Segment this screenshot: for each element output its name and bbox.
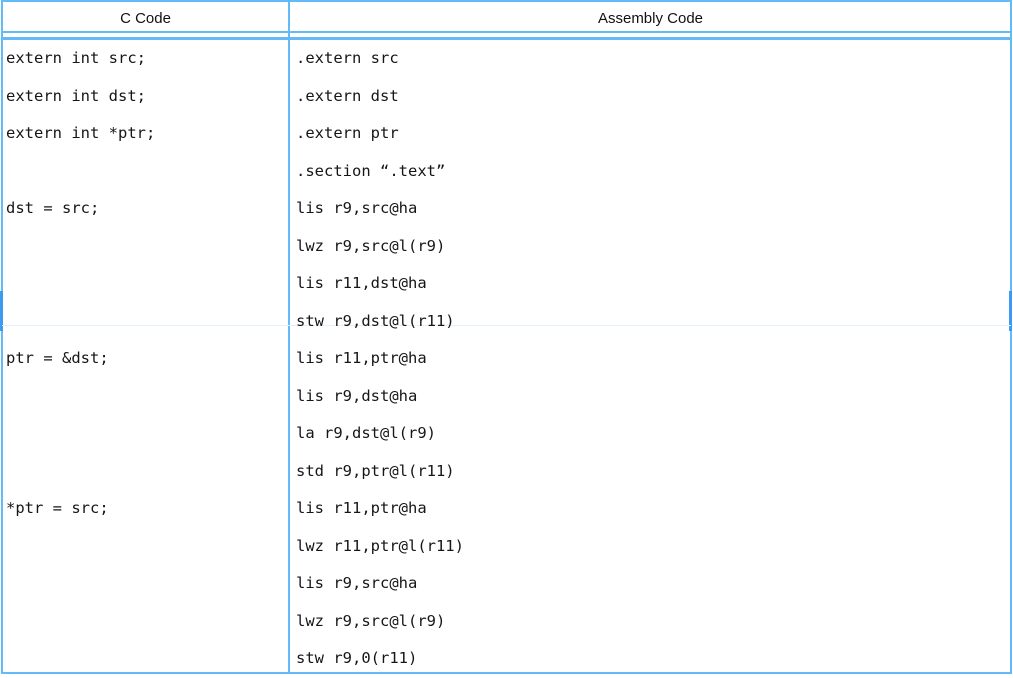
assembly-code-line: .extern src <box>296 49 399 67</box>
table-header-row: C Code Assembly Code <box>0 0 1013 37</box>
assembly-code-line: lwz r9,src@l(r9) <box>296 236 446 255</box>
c-code-line-blank <box>6 415 286 453</box>
assembly-code-line: .extern dst <box>296 86 399 105</box>
left-border-accent <box>0 291 3 331</box>
c-code-line-blank <box>6 528 286 566</box>
c-code-line: dst = src; <box>6 199 100 217</box>
table-left-border <box>1 0 3 674</box>
assembly-code-line: lis r11,dst@ha <box>296 274 427 292</box>
assembly-code-line: lis r11,ptr@ha <box>296 499 427 517</box>
assembly-code-column: .extern src .extern dst .extern ptr .sec… <box>296 40 1006 678</box>
assembly-code-line: .extern ptr <box>296 124 399 142</box>
c-code-line-blank <box>6 640 286 678</box>
c-code-line-blank <box>6 153 286 191</box>
c-code-line-blank <box>6 565 286 603</box>
table-right-border <box>1010 0 1012 674</box>
row-separator <box>2 325 1011 326</box>
right-border-accent <box>1009 291 1012 331</box>
c-code-line-blank <box>6 603 286 641</box>
c-code-line-blank <box>6 453 286 491</box>
c-code-line: extern int src; <box>6 49 146 67</box>
assembly-code-line: stw r9,dst@l(r11) <box>296 311 455 330</box>
c-code-line: extern int dst; <box>6 86 146 105</box>
assembly-code-line: lwz r11,ptr@l(r11) <box>296 536 464 555</box>
c-code-line: ptr = &dst; <box>6 349 109 367</box>
assembly-code-line: lis r9,dst@ha <box>296 386 418 405</box>
c-code-line: extern int *ptr; <box>6 124 156 142</box>
c-code-line-blank <box>6 265 286 303</box>
c-code-line: *ptr = src; <box>6 499 109 517</box>
header-separator-lower <box>2 37 1011 40</box>
c-code-line-blank <box>6 228 286 266</box>
assembly-code-line: .section “.text” <box>296 161 446 180</box>
assembly-code-line: lis r9,src@ha <box>296 574 418 592</box>
assembly-code-line: la r9,dst@l(r9) <box>296 424 436 442</box>
assembly-code-line: stw r9,0(r11) <box>296 649 418 667</box>
header-separator-upper <box>2 31 1011 33</box>
c-code-line-blank <box>6 378 286 416</box>
assembly-code-line: lis r9,src@ha <box>296 199 418 217</box>
table-top-border <box>2 0 1011 2</box>
assembly-code-line: lis r11,ptr@ha <box>296 349 427 367</box>
assembly-code-line: std r9,ptr@l(r11) <box>296 461 455 480</box>
c-code-column: extern int src; extern int dst; extern i… <box>6 40 286 678</box>
column-divider <box>288 0 290 674</box>
column-header-assembly-code: Assembly Code <box>597 10 704 27</box>
assembly-code-line: lwz r9,src@l(r9) <box>296 611 446 630</box>
table-bottom-border <box>2 672 1011 674</box>
column-header-c-code: C Code <box>120 10 171 27</box>
c-code-line-blank <box>6 303 286 341</box>
